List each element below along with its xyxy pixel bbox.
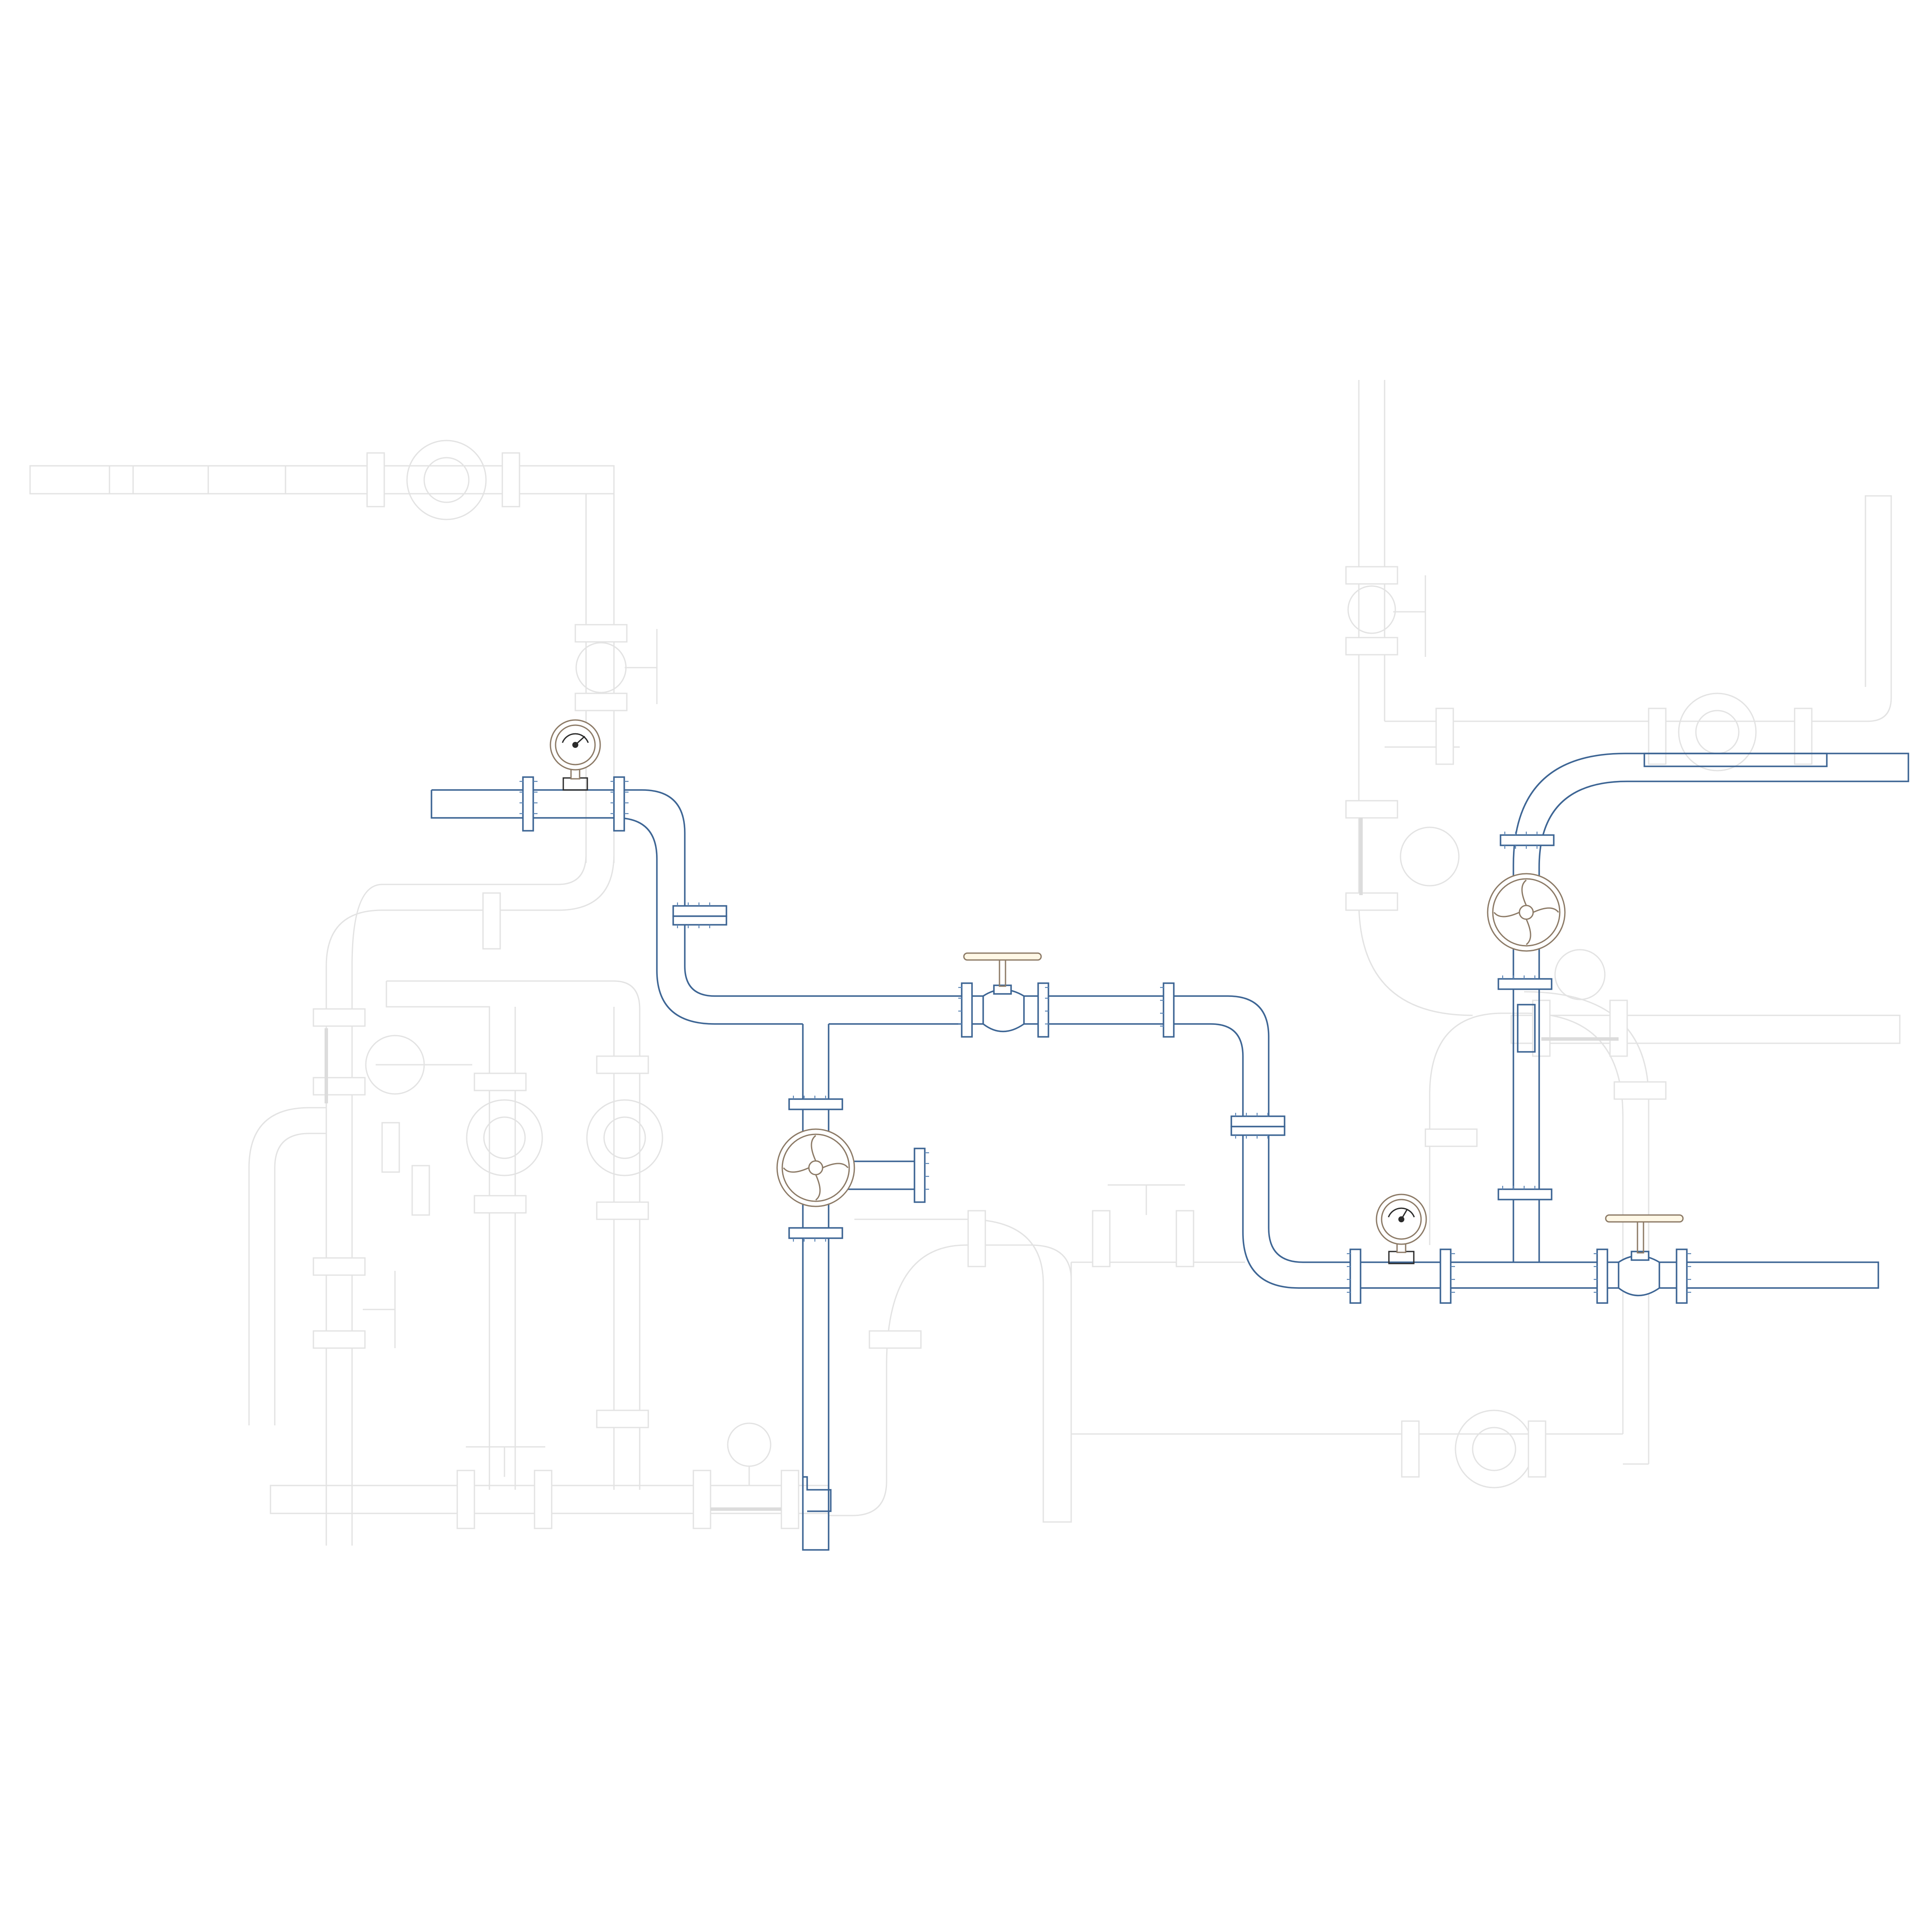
gate-valve: [1605, 1214, 1684, 1297]
flange-joint: [522, 776, 1688, 1304]
handwheel-valve: [1487, 873, 1566, 952]
pressure-gauge-icon: [550, 719, 601, 791]
pressure-gauge-icon: [1376, 1194, 1427, 1264]
gate-valve: [963, 952, 1042, 1033]
handwheel-valve: [776, 1128, 855, 1207]
background-piping: [29, 380, 1901, 1546]
main-pipeline: [431, 719, 1909, 1551]
flange-bolts: [519, 781, 1691, 1293]
